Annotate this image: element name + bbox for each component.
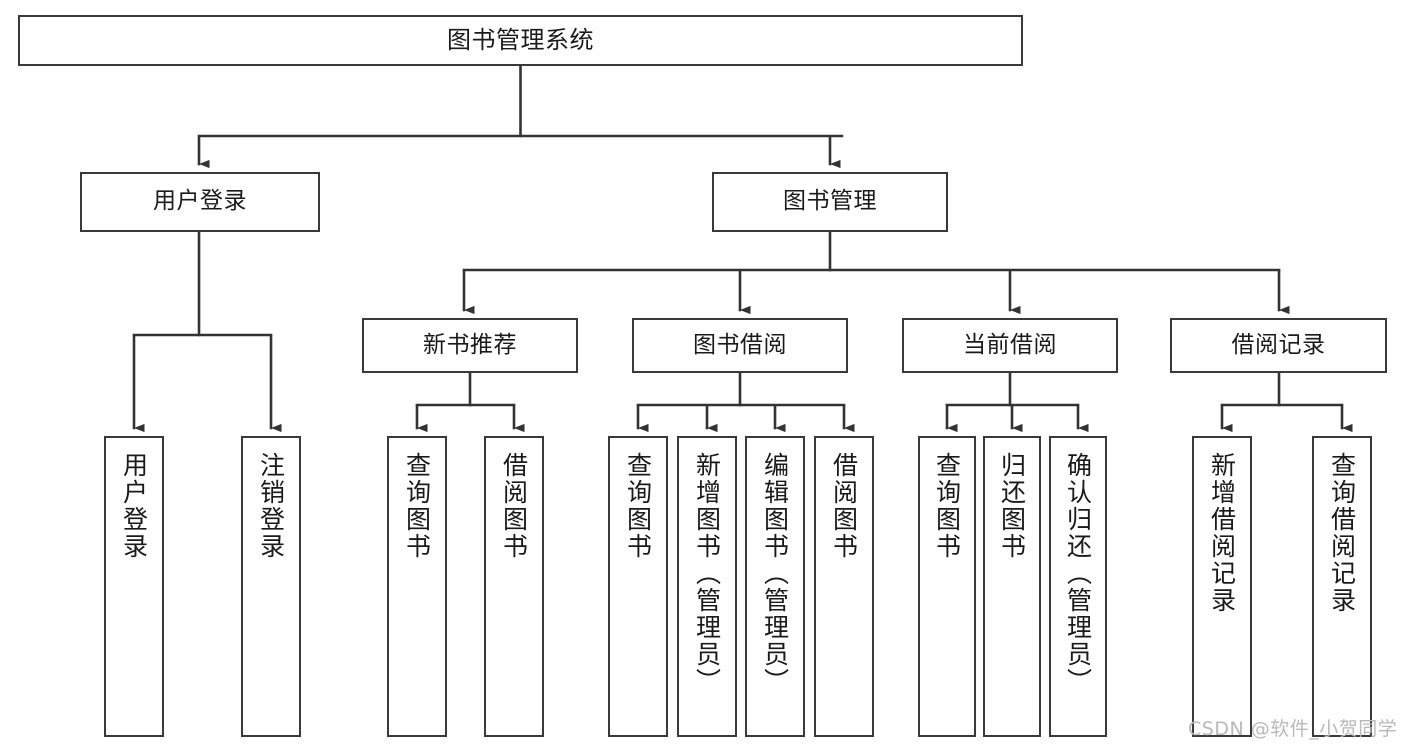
node-leaf-logout-login[interactable]: 注销登录 — [241, 436, 301, 737]
node-borrow-record-label: 借阅记录 — [1231, 331, 1326, 358]
node-root-label: 图书管理系统 — [447, 26, 594, 55]
node-book-manage[interactable]: 图书管理 — [712, 172, 948, 232]
node-new-book-recommend-label: 新书推荐 — [423, 331, 517, 358]
node-leaf-borrow-book-rec[interactable]: 借阅图书 — [484, 436, 544, 737]
node-leaf-query-book-rec[interactable]: 查询图书 — [387, 436, 447, 737]
node-book-borrow-label: 图书借阅 — [693, 331, 787, 358]
node-leaf-edit-book-admin[interactable]: 编辑图书（管理员） — [745, 436, 805, 737]
node-leaf-return-book-label: 归还图书 — [997, 452, 1027, 560]
node-leaf-query-borrow-record[interactable]: 查询借阅记录 — [1312, 436, 1372, 737]
node-leaf-borrow-book[interactable]: 借阅图书 — [814, 436, 874, 737]
node-current-borrow-label: 当前借阅 — [963, 331, 1057, 358]
node-leaf-query-book-rec-label: 查询图书 — [402, 452, 432, 560]
node-book-manage-label: 图书管理 — [783, 188, 877, 215]
node-leaf-edit-book-admin-label: 编辑图书（管理员） — [760, 452, 790, 695]
node-leaf-add-book-admin[interactable]: 新增图书（管理员） — [677, 436, 737, 737]
node-leaf-add-borrow-record-label: 新增借阅记录 — [1207, 452, 1237, 614]
node-leaf-borrow-book-label: 借阅图书 — [829, 452, 859, 560]
node-book-borrow[interactable]: 图书借阅 — [632, 318, 848, 373]
node-new-book-recommend[interactable]: 新书推荐 — [362, 318, 578, 373]
node-leaf-user-login-label: 用户登录 — [119, 452, 149, 560]
node-user-login[interactable]: 用户登录 — [80, 172, 320, 232]
node-leaf-query-book-current[interactable]: 查询图书 — [918, 436, 976, 737]
node-leaf-return-book[interactable]: 归还图书 — [983, 436, 1041, 737]
node-leaf-borrow-book-rec-label: 借阅图书 — [499, 452, 529, 560]
node-current-borrow[interactable]: 当前借阅 — [902, 318, 1118, 373]
node-borrow-record[interactable]: 借阅记录 — [1170, 318, 1387, 373]
node-leaf-add-book-admin-label: 新增图书（管理员） — [692, 452, 722, 695]
node-leaf-confirm-return-admin-label: 确认归还（管理员） — [1063, 452, 1093, 695]
node-leaf-confirm-return-admin[interactable]: 确认归还（管理员） — [1049, 436, 1107, 737]
node-leaf-query-borrow-record-label: 查询借阅记录 — [1327, 452, 1357, 614]
node-leaf-user-login[interactable]: 用户登录 — [104, 436, 164, 737]
node-leaf-query-book-borrow[interactable]: 查询图书 — [608, 436, 668, 737]
node-leaf-add-borrow-record[interactable]: 新增借阅记录 — [1192, 436, 1252, 737]
node-leaf-query-book-current-label: 查询图书 — [932, 452, 962, 560]
node-leaf-query-book-borrow-label: 查询图书 — [623, 452, 653, 560]
watermark: CSDN @软件_小贺同学 — [1188, 718, 1398, 740]
node-root[interactable]: 图书管理系统 — [18, 15, 1023, 66]
node-user-login-label: 用户登录 — [153, 188, 247, 215]
node-leaf-logout-login-label: 注销登录 — [256, 452, 286, 560]
